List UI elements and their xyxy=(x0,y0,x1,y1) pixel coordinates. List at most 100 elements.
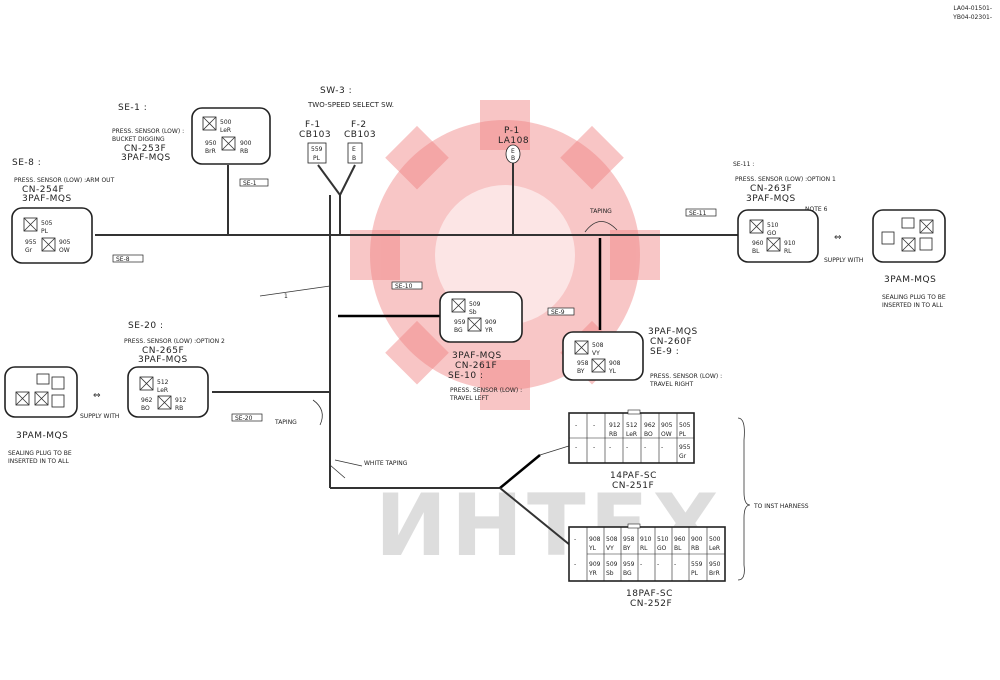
sw3-f1-color: PL xyxy=(313,155,321,162)
cn252-cells-color: BY xyxy=(623,545,631,552)
svg-text:3PAF-MQS: 3PAF-MQS xyxy=(648,327,698,337)
cn252-cells-pin: 909 xyxy=(589,561,601,568)
cn252-group: -908YL508VY958BY910RL510GO960BL900RB500L… xyxy=(568,523,726,609)
se1-cn: CN-253F xyxy=(124,144,166,154)
svg-text:CN-260F: CN-260F xyxy=(650,337,692,347)
cn251-cells-pin: - xyxy=(593,422,595,429)
svg-text:PL: PL xyxy=(41,228,49,235)
sw3-f1-part: CB103 xyxy=(299,130,331,140)
cn251-cells-pin: 955 xyxy=(679,444,691,451)
cn252-cells-pin: 500 xyxy=(709,536,721,543)
svg-text:INSERTED IN TO ALL: INSERTED IN TO ALL xyxy=(8,458,69,465)
svg-text:BG: BG xyxy=(454,327,463,334)
svg-text:3PAM-MQS: 3PAM-MQS xyxy=(884,275,936,285)
svg-text:910: 910 xyxy=(784,240,796,247)
cn252-cells-color: BG xyxy=(623,570,632,577)
cn251-cells-pin: 512 xyxy=(626,422,638,429)
se11-cn: CN-263F xyxy=(750,184,792,194)
svg-text:Sb: Sb xyxy=(469,309,477,316)
svg-text:TRAVEL LEFT: TRAVEL LEFT xyxy=(449,395,489,402)
cn252-cells-pin: 509 xyxy=(606,561,618,568)
cn251-cells-pin: - xyxy=(575,444,577,451)
cn252-cells-pin: - xyxy=(574,536,576,543)
svg-text:YL: YL xyxy=(608,368,617,375)
p1-group: P-1 LA108 E B xyxy=(498,126,529,164)
sw3-f1-box xyxy=(307,142,327,164)
svg-text:LeR: LeR xyxy=(157,387,168,394)
cn251-cells-color: PL xyxy=(679,431,687,438)
cn251-group: --912RB512LeR962BO905OW505PL------955Gr … xyxy=(568,409,695,491)
doc-code-2: YB04-02301- xyxy=(952,14,992,21)
se8-desc1: PRESS. SENSOR (LOW) :ARM OUT xyxy=(14,177,115,184)
se11-type: 3PAF-MQS xyxy=(746,194,796,204)
svg-text:908: 908 xyxy=(609,360,621,367)
doc-code-1: LA04-01501- xyxy=(953,5,992,12)
cn252-cells-color: BL xyxy=(674,545,682,552)
svg-text:Gr: Gr xyxy=(25,247,33,254)
se9-group: SE-9 508 VY 958 BY 908 YL 3PAF-MQS CN-26… xyxy=(547,307,722,388)
sw3-f2-color: B xyxy=(352,155,356,162)
se11-ref: SE-11 : xyxy=(733,161,754,168)
cn252-cells-color: Sb xyxy=(606,570,614,577)
se11-desc1: PRESS. SENSOR (LOW) :OPTION 1 xyxy=(735,176,836,183)
cn251-cells-pin: - xyxy=(626,444,628,451)
se10-group: SE-10 509 Sb 959 BG 909 YR 3PAF-MQS CN-2… xyxy=(391,281,523,402)
wire-1-label: 1 xyxy=(284,293,288,300)
sw3-f2-box xyxy=(347,142,363,164)
svg-text:510: 510 xyxy=(767,222,779,229)
se11-note: NOTE 6 xyxy=(805,206,828,213)
se8-group: SE-8 : PRESS. SENSOR (LOW) :ARM OUT CN-2… xyxy=(11,158,144,264)
cn252-cells-pin: - xyxy=(574,561,576,568)
taping-left: TAPING xyxy=(274,419,297,426)
cn252-cells-color: RL xyxy=(640,545,648,552)
svg-text:14PAF-SC: 14PAF-SC xyxy=(610,471,657,481)
sw3-f1-pin: 559 xyxy=(311,146,323,153)
svg-text:OW: OW xyxy=(59,247,70,254)
se9-connector xyxy=(562,331,644,381)
cn251-cells-pin: - xyxy=(575,422,577,429)
svg-text:SEALING PLUG TO BE: SEALING PLUG TO BE xyxy=(882,294,946,301)
svg-text:SE-10 :: SE-10 : xyxy=(448,371,484,381)
svg-text:SEALING PLUG TO BE: SEALING PLUG TO BE xyxy=(8,450,72,457)
cn252-cells-pin: 908 xyxy=(589,536,601,543)
cn251-cells-pin: 912 xyxy=(609,422,621,429)
cn252-cells-pin: 958 xyxy=(623,536,635,543)
cn252-cells-pin: 910 xyxy=(640,536,652,543)
se1-connector xyxy=(191,107,271,165)
svg-text:905: 905 xyxy=(59,239,71,246)
sw3-desc: TWO-SPEED SELECT SW. xyxy=(307,101,394,109)
se20-arrow: ⇔ xyxy=(93,391,101,401)
svg-text:500: 500 xyxy=(220,119,232,126)
svg-text:SE-10: SE-10 xyxy=(395,283,413,290)
white-taping: WHITE TAPING xyxy=(364,460,408,467)
cn252-cells-pin: 950 xyxy=(709,561,721,568)
cn252-cells-color: VY xyxy=(606,545,614,552)
cn252-cells-pin: 559 xyxy=(691,561,703,568)
cn252-cells-pin: - xyxy=(657,561,659,568)
sw3-group: SW-3 : TWO-SPEED SELECT SW. F-1 CB103 55… xyxy=(299,86,394,164)
p1-part: LA108 xyxy=(498,136,529,146)
se10-tag xyxy=(391,281,423,290)
cn252-cells-pin: 900 xyxy=(691,536,703,543)
se1-ref: SE-1 : xyxy=(118,103,147,113)
cn251-cells-pin: - xyxy=(661,444,663,451)
svg-text:CN-252F: CN-252F xyxy=(630,599,672,609)
se1-desc1: PRESS. SENSOR (LOW) : xyxy=(112,128,184,135)
cn252-cells-color: PL xyxy=(691,570,699,577)
cn252-cells-color: YR xyxy=(588,570,597,577)
cn252-cells-pin: - xyxy=(640,561,642,568)
cn251-cells-color: RB xyxy=(609,431,617,438)
svg-text:3PAM-MQS: 3PAM-MQS xyxy=(16,431,68,441)
se20-group: SE-20 : PRESS. SENSOR (LOW) :OPTION 2 CN… xyxy=(93,321,263,422)
se11-tag xyxy=(685,208,717,217)
svg-text:GO: GO xyxy=(767,230,777,237)
sw3-f2: F-2 xyxy=(351,120,367,130)
se20-tag xyxy=(231,413,263,422)
svg-text:LeR: LeR xyxy=(220,127,231,134)
cn252-cells-color: GO xyxy=(657,545,667,552)
svg-text:SE-9 :: SE-9 : xyxy=(650,347,679,357)
svg-text:509: 509 xyxy=(469,301,481,308)
cn251-cells-pin: - xyxy=(593,444,595,451)
sw3-f2-pin: E xyxy=(352,146,356,153)
p1-connector xyxy=(505,144,521,164)
